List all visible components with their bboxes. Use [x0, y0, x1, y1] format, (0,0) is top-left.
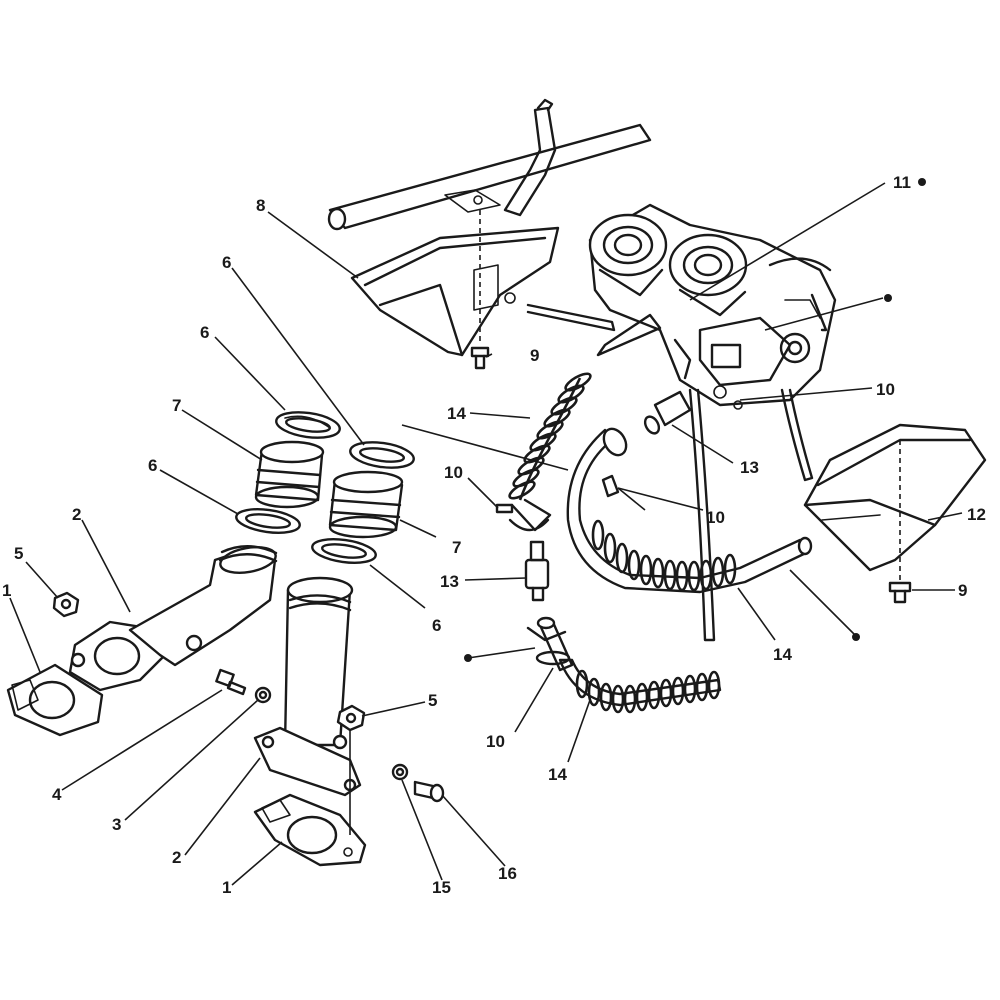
intake-flange-1-left — [6, 663, 104, 737]
callout-10-left: 10 — [444, 463, 463, 482]
leader-lines — [9, 182, 963, 886]
callout-4: 4 — [52, 785, 62, 804]
washer-3 — [254, 686, 272, 704]
callout-9-top: 9 — [530, 346, 539, 365]
clamp-6-b — [235, 508, 301, 534]
callout-labels: 1 1 2 2 3 4 5 5 6 6 6 6 7 7 8 9 9 10 10 … — [2, 173, 986, 897]
callout-15: 15 — [432, 878, 451, 897]
callout-11: 11 — [893, 173, 911, 192]
callout-6-c: 6 — [148, 456, 157, 475]
washer-15 — [391, 763, 409, 781]
callout-6-b: 6 — [222, 253, 231, 272]
bolt-4 — [215, 668, 247, 696]
carburetor-assembly — [588, 203, 837, 410]
coil-hose-top — [508, 313, 662, 532]
boot-7-a — [254, 440, 325, 509]
callout-7-b: 7 — [452, 538, 461, 557]
callout-10-middle: 10 — [706, 508, 725, 527]
carb-drain-hoses — [526, 303, 814, 642]
callout-8: 8 — [256, 196, 265, 215]
callout-1-left: 1 — [2, 581, 11, 600]
callout-13-left: 13 — [440, 572, 459, 591]
clamp-6-d — [311, 538, 377, 564]
boot-7-b — [328, 470, 404, 539]
callout-14-middle: 14 — [773, 645, 792, 664]
callout-14-bottom: 14 — [548, 765, 567, 784]
callout-3: 3 — [112, 815, 121, 834]
bolt-16 — [413, 780, 445, 803]
fitting-13-upper — [643, 390, 692, 435]
callout-6-a: 6 — [200, 323, 209, 342]
callout-14-top: 14 — [447, 404, 466, 423]
callout-1-bottom: 1 — [222, 878, 231, 897]
fitting-13-lower — [524, 540, 550, 602]
callout-16: 16 — [498, 864, 517, 883]
frame-tube — [327, 98, 652, 231]
clamp-10-middle — [601, 474, 620, 498]
side-cover-left — [350, 226, 560, 357]
intake-flange-1-right — [253, 793, 367, 867]
clamp-6-a — [275, 411, 341, 439]
intake-manifold-2-left — [68, 545, 278, 692]
coil-hose-middle — [566, 427, 813, 594]
callout-7-a: 7 — [172, 396, 181, 415]
callout-9-right: 9 — [958, 581, 967, 600]
coil-rings-bottom — [575, 669, 721, 714]
side-cover-right — [803, 423, 987, 580]
callout-6-d: 6 — [432, 616, 441, 635]
nut-5-right — [332, 704, 366, 835]
nut-5-left — [52, 591, 80, 618]
intake-manifold-2-right — [253, 576, 362, 797]
callout-5-right: 5 — [428, 691, 437, 710]
callout-5-left: 5 — [14, 544, 23, 563]
callout-13-right: 13 — [740, 458, 759, 477]
screw-9-top — [470, 210, 490, 370]
clamp-10-left — [495, 503, 514, 514]
callout-10-right: 10 — [876, 380, 895, 399]
clamp-6-c — [349, 441, 415, 469]
callout-2-bottom: 2 — [172, 848, 181, 867]
coil-hose-bottom — [526, 616, 722, 714]
coil-rings-top — [508, 372, 592, 500]
screw-9-right — [888, 581, 912, 604]
reference-dots — [464, 178, 926, 662]
callout-12: 12 — [967, 505, 986, 524]
coil-rings-middle — [591, 519, 737, 592]
callout-10-bottom: 10 — [486, 732, 505, 751]
callout-2-left: 2 — [72, 505, 81, 524]
